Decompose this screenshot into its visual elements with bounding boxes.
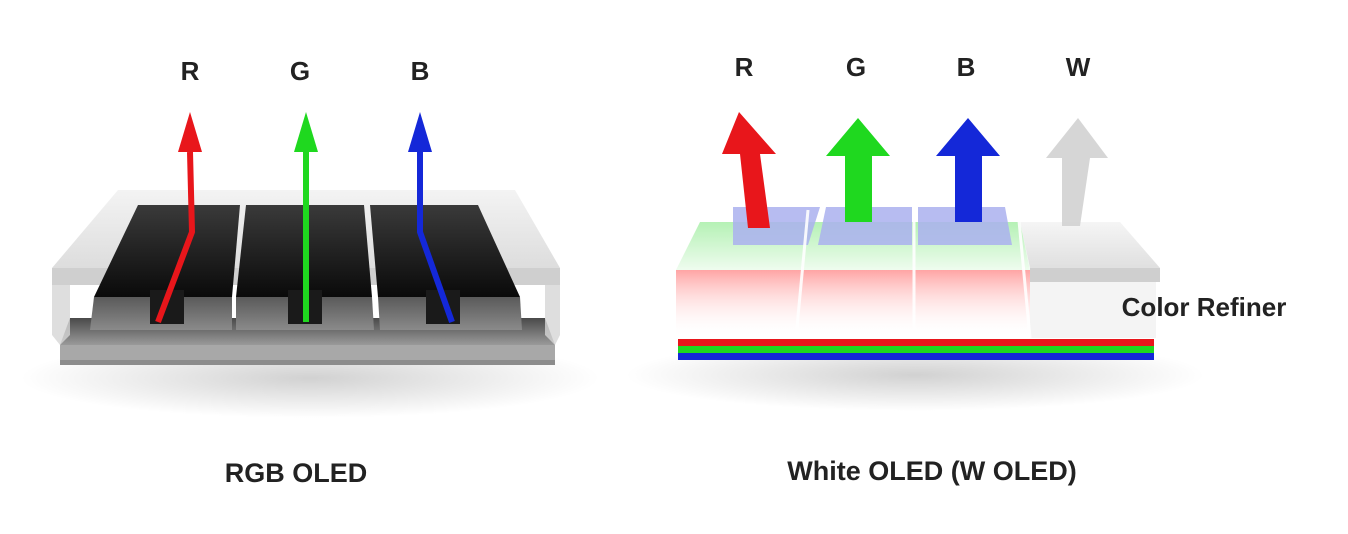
cell-divider-3 bbox=[1016, 209, 1032, 339]
stripe-green bbox=[678, 346, 1154, 353]
stripe-red bbox=[678, 339, 1154, 346]
right-block-arrows bbox=[722, 112, 1108, 228]
channel-label-b: B bbox=[411, 56, 430, 86]
stripe-blue bbox=[678, 353, 1154, 360]
blue-cell-right bbox=[918, 207, 1012, 245]
left-glass-side-right bbox=[545, 285, 560, 345]
w-channel-label-w: W bbox=[1066, 52, 1091, 82]
ray-blue bbox=[417, 152, 455, 324]
arrow-blue bbox=[408, 112, 432, 152]
arrow-green bbox=[294, 112, 318, 152]
pixel-block-b-top bbox=[370, 205, 520, 297]
pixel-block-r-top bbox=[94, 205, 240, 297]
channel-label-r: R bbox=[181, 56, 200, 86]
channel-label-g: G bbox=[290, 56, 310, 86]
refiner-body-right bbox=[1030, 282, 1156, 338]
left-emission-rays bbox=[155, 112, 455, 324]
blue-cell-middle bbox=[818, 207, 912, 245]
w-channel-label-r: R bbox=[735, 52, 754, 82]
caption-white-oled: White OLED (W OLED) bbox=[787, 456, 1076, 486]
block-arrow-green bbox=[826, 118, 890, 222]
w-glass-top bbox=[1020, 222, 1160, 268]
w-channel-label-g: G bbox=[846, 52, 866, 82]
oled-stripes bbox=[678, 339, 1154, 360]
color-refiner-label: Color Refiner bbox=[1122, 292, 1287, 322]
cell-divider-1 bbox=[794, 209, 810, 339]
rgb-oled-panel: R G B RGB OLED bbox=[20, 56, 600, 488]
w-channel-label-b: B bbox=[957, 52, 976, 82]
block-arrow-white bbox=[1046, 118, 1108, 226]
w-glass-front bbox=[1030, 268, 1160, 282]
refiner-body bbox=[676, 270, 1030, 338]
block-arrow-blue bbox=[936, 118, 1000, 222]
w-oled-panel: R G B W Color Refiner White OLED (W OLED… bbox=[625, 52, 1286, 486]
caption-rgb-oled: RGB OLED bbox=[225, 458, 368, 488]
arrow-red bbox=[178, 112, 202, 152]
left-base-bottom-line bbox=[60, 360, 555, 365]
left-glass-side-left bbox=[52, 285, 70, 345]
ray-red bbox=[155, 151, 195, 324]
block-arrow-red bbox=[722, 112, 776, 228]
